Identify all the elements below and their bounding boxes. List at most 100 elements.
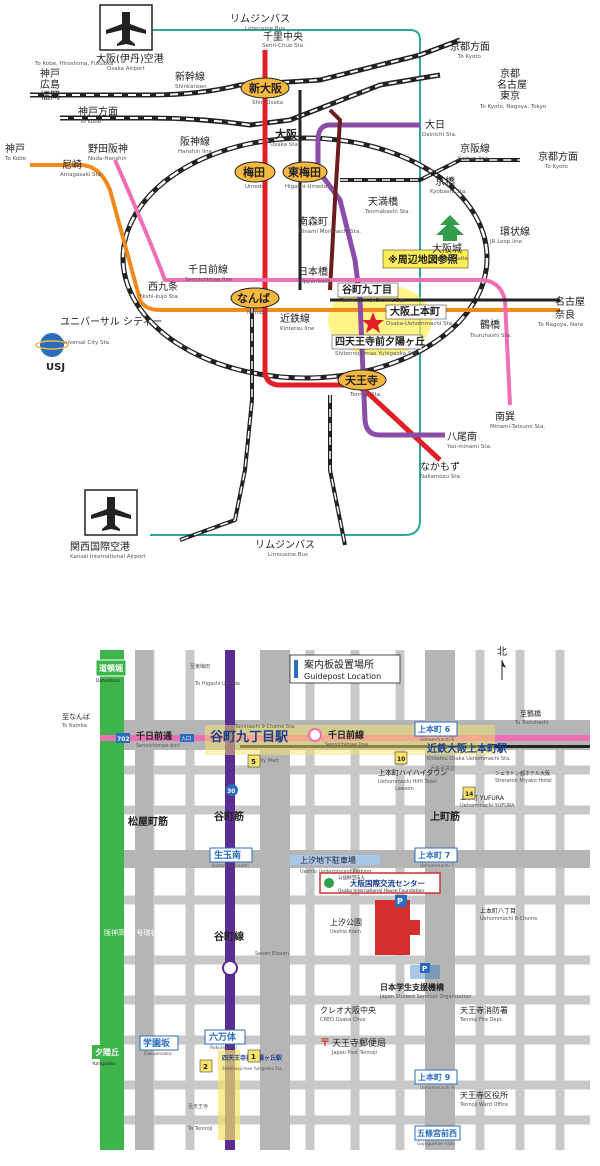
svg-text:P: P [422, 965, 427, 973]
north-arrow-icon: 北 [497, 646, 507, 680]
svg-text:上町筋: 上町筋 [430, 810, 460, 823]
svg-text:Dainichi Sta.: Dainichi Sta. [422, 132, 457, 138]
svg-text:大日: 大日 [425, 118, 445, 131]
svg-text:西九条: 西九条 [148, 280, 178, 293]
svg-text:Tsuruhashi Sta.: Tsuruhashi Sta. [469, 333, 512, 339]
usj-icon: USJ [35, 333, 69, 373]
svg-text:Uehommachi YUFURA: Uehommachi YUFURA [460, 803, 515, 809]
svg-text:上本町八丁目: 上本町八丁目 [480, 907, 516, 915]
sennichimae-line-badge: 千日前線 Sennichimae line [308, 728, 368, 748]
svg-text:至なんば: 至なんば [62, 712, 90, 721]
svg-text:Seven Eleven: Seven Eleven [255, 951, 289, 957]
svg-text:日本学生支援機構: 日本学生支援機構 [380, 982, 444, 992]
svg-text:30: 30 [227, 788, 235, 795]
svg-text:Tenmabashi Sta.: Tenmabashi Sta. [364, 209, 411, 215]
svg-text:上本町 YUFURA: 上本町 YUFURA [460, 794, 505, 802]
svg-text:To Tennoji: To Tennoji [187, 1126, 212, 1132]
svg-text:京阪線: 京阪線 [460, 142, 490, 155]
station-umeda: 梅田 Umeda [234, 161, 276, 190]
svg-text:Kyobashi Sta.: Kyobashi Sta. [430, 189, 467, 195]
rokumantai-label: 六万体 Rokumantai [204, 1029, 246, 1051]
station-tanimachi9: 谷町九丁目 Tanimachi 9-Chome Sta. [337, 282, 407, 304]
svg-text:To Tsuruhashi: To Tsuruhashi [514, 720, 548, 726]
svg-text:Minami-Tatsumi Sta.: Minami-Tatsumi Sta. [490, 424, 545, 430]
svg-text:Sennichimae-dori: Sennichimae-dori [136, 743, 180, 749]
svg-text:Sennichimae line: Sennichimae line [185, 277, 233, 283]
svg-text:Tanimachi 9-Chome Sta.: Tanimachi 9-Chome Sta. [339, 298, 407, 304]
svg-text:CREO Osaka Chuo: CREO Osaka Chuo [320, 1017, 366, 1023]
svg-text:Ueshio Underground Parking: Ueshio Underground Parking [300, 869, 371, 875]
sakaisuji-line [328, 108, 343, 291]
svg-text:ユニバーサル シティー: ユニバーサル シティー [60, 316, 162, 328]
svg-text:Tanimachi 9-Chome Sta.: Tanimachi 9-Chome Sta. [234, 724, 296, 730]
svg-text:大阪: 大阪 [275, 127, 298, 141]
svg-text:梅田: 梅田 [243, 165, 265, 179]
svg-text:松屋町筋: 松屋町筋 [128, 815, 168, 828]
svg-text:新幹線: 新幹線 [175, 70, 205, 83]
uehommachi7-label: 上本町 7 Uehommachi 7 [414, 847, 458, 869]
svg-text:Dotombori: Dotombori [96, 678, 120, 684]
svg-text:Osaka-Uehommachi Sta.: Osaka-Uehommachi Sta. [386, 321, 454, 327]
svg-text:近鉄百貨店: 近鉄百貨店 [430, 765, 455, 772]
tanimachi-station-marker [222, 960, 238, 976]
svg-text:Gakuenzaka: Gakuenzaka [144, 1051, 172, 1057]
svg-text:近鉄線: 近鉄線 [280, 312, 310, 325]
svg-text:Japan Post Tennoji: Japan Post Tennoji [331, 1050, 377, 1056]
svg-text:谷町九丁目: 谷町九丁目 [342, 283, 392, 296]
svg-text:Ikutama-minami: Ikutama-minami [212, 863, 249, 869]
svg-text:Family Mart: Family Mart [250, 758, 279, 764]
svg-text:Minami Morimachi Sta.: Minami Morimachi Sta. [298, 229, 361, 235]
svg-text:阪神線: 阪神線 [180, 135, 210, 148]
svg-text:Guidepost Location: Guidepost Location [304, 672, 381, 681]
svg-text:谷町線: 谷町線 [214, 930, 244, 943]
yuhigaoka-label: 夕陽丘 Yuhigaoka [91, 1045, 122, 1067]
airport-icon-itami [99, 4, 153, 51]
svg-text:Yuhigaoka: Yuhigaoka [91, 1061, 115, 1067]
osaka-castle-icon: 大阪城 Osaka Castle [432, 215, 469, 262]
svg-text:Amagasaki Sta.: Amagasaki Sta. [60, 172, 103, 178]
svg-text:生玉南: 生玉南 [214, 849, 241, 861]
svg-text:Shitennoji-mae Yuhigaoka Sta.: Shitennoji-mae Yuhigaoka Sta. [222, 1066, 283, 1071]
svg-text:Tennoji Fire Dept.: Tennoji Fire Dept. [459, 1017, 504, 1023]
route-14-badge: 14 [462, 786, 476, 800]
svg-text:Ueshio Koen: Ueshio Koen [330, 929, 361, 935]
svg-text:To Kobe: To Kobe [4, 156, 27, 162]
station-shinosaka: 新大阪 Shin-Osaka [240, 77, 290, 106]
svg-text:案内板設置場所: 案内板設置場所 [304, 658, 374, 671]
svg-text:リムジンバス: リムジンバス [255, 539, 315, 551]
svg-text:奈良: 奈良 [555, 308, 575, 321]
svg-text:To Kyoto: To Kyoto [544, 164, 569, 170]
svg-text:名古屋: 名古屋 [497, 78, 527, 91]
svg-text:北: 北 [497, 646, 507, 658]
svg-text:14: 14 [465, 791, 473, 798]
svg-text:至東梅田: 至東梅田 [190, 663, 210, 670]
svg-text:千日前線: 千日前線 [328, 729, 364, 741]
svg-text:P: P [397, 897, 403, 906]
route-map: 大阪(伊丹)空港 Osaka Airport 関西国際空港 Kansai Int… [4, 4, 585, 560]
itami-airport-label: 大阪(伊丹)空港 [96, 52, 164, 65]
svg-text:六万体: 六万体 [209, 1031, 237, 1043]
svg-text:Shin-Osaka: Shin-Osaka [252, 100, 283, 106]
svg-text:10: 10 [397, 756, 405, 763]
gojogumae-label: 五條宮前西 Gojogumae-nishi [414, 1125, 461, 1147]
svg-text:Osaka Airport: Osaka Airport [107, 66, 145, 72]
svg-text:Higashi-Umeda: Higashi-Umeda [285, 184, 327, 190]
svg-text:京橋: 京橋 [435, 175, 455, 188]
svg-text:上本町 6: 上本町 6 [418, 724, 451, 734]
svg-text:※周辺地図参照: ※周辺地図参照 [388, 253, 458, 266]
tanimachi-line [315, 122, 445, 438]
svg-text:なかもず: なかもず [420, 461, 460, 473]
svg-text:Osaka International House Foun: Osaka International House Foundation [338, 888, 424, 894]
svg-text:Kansai International Airport: Kansai International Airport [70, 554, 146, 560]
svg-text:谷町筋: 谷町筋 [214, 810, 244, 823]
route-702-badge: 702 [116, 733, 130, 743]
svg-text:至天王寺: 至天王寺 [188, 1104, 208, 1110]
svg-text:Japan Student Services Organiz: Japan Student Services Organization [379, 994, 471, 1000]
svg-text:Shinkansen: Shinkansen [175, 84, 207, 90]
svg-text:大阪国際交流センター: 大阪国際交流センター [350, 878, 425, 888]
svg-text:入口: 入口 [181, 736, 191, 742]
svg-text:千里中央: 千里中央 [263, 30, 303, 43]
svg-text:天王寺郵便局: 天王寺郵便局 [332, 1037, 386, 1049]
svg-text:To Higashi Umeda: To Higashi Umeda [194, 681, 240, 687]
tanimachi-line-area [225, 650, 235, 1150]
